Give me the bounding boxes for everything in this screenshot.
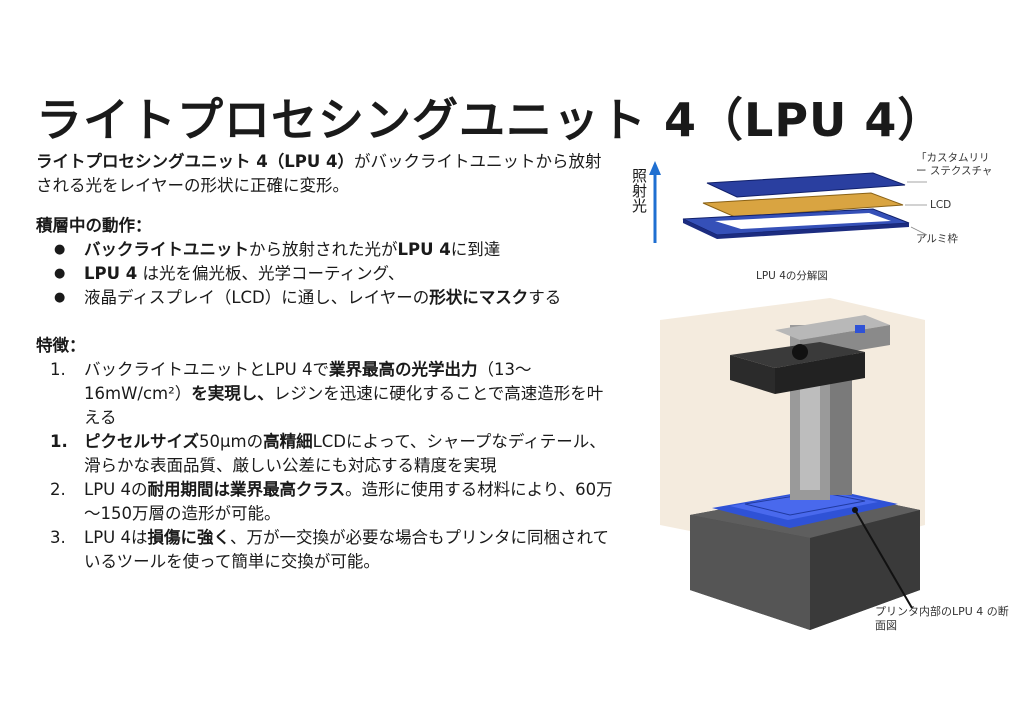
list-item: 3.LPU 4は損傷に強く、万が一交換が必要な場合もプリンタに同梱されているツー… bbox=[50, 528, 609, 571]
printer-illustration bbox=[660, 298, 925, 630]
operation-list: バックライトユニットから放射された光がLPU 4に到達 LPU 4 は光を偏光板… bbox=[36, 238, 616, 310]
list-item: 1.ピクセルサイズ50μmの高精細LCDによって、シャープなディテール、滑らかな… bbox=[50, 432, 606, 475]
list-item: 2.LPU 4の耐用期間は業界最高クラス。造形に使用する材料により、60万～15… bbox=[50, 480, 613, 523]
list-item: 液晶ディスプレイ（LCD）に通し、レイヤーの形状にマスクする bbox=[36, 286, 616, 310]
light-arrow-head bbox=[649, 161, 661, 175]
layer-label-texture: 「カスタムリリー ステクスチャ bbox=[916, 152, 993, 177]
body-text: ライトプロセシングユニット 4（LPU 4）がバックライトユニットから放射される… bbox=[36, 150, 616, 574]
callout-line bbox=[854, 509, 913, 609]
lcd-layer bbox=[702, 192, 904, 218]
head-top bbox=[775, 315, 890, 340]
features-heading: 特徴： bbox=[36, 336, 86, 355]
release-texture-layer bbox=[706, 172, 906, 198]
light-label: 照射光 bbox=[630, 168, 648, 213]
layer-label-frame: アルミ枠 bbox=[916, 233, 958, 245]
intro-strong: ライトプロセシングユニット 4（LPU 4） bbox=[36, 152, 354, 171]
list-item: LPU 4 は光を偏光板、光学コーティング、 bbox=[36, 262, 616, 286]
page-title: ライトプロセシングユニット 4（LPU 4） bbox=[36, 93, 945, 147]
list-item: バックライトユニットから放射された光がLPU 4に到達 bbox=[36, 238, 616, 262]
aluminum-frame-opening bbox=[715, 213, 891, 229]
exploded-view-caption: LPU 4の分解図 bbox=[756, 270, 828, 282]
features-list: 1.バックライトユニットとLPU 4で業界最高の光学出力（13～16mW/cm²… bbox=[36, 358, 616, 574]
intro-rest: がバックライトユニットから放射される光をレイヤーの形状に正確に変形。 bbox=[36, 152, 602, 195]
printer-callout-label: プリンタ内部のLPU 4 の断面図 bbox=[875, 605, 1009, 632]
layer-label-lcd: LCD bbox=[930, 199, 952, 211]
exploded-view-diagram bbox=[649, 161, 928, 243]
intro-paragraph: ライトプロセシングユニット 4（LPU 4）がバックライトユニットから放射される… bbox=[36, 150, 616, 198]
list-item: 1.バックライトユニットとLPU 4で業界最高の光学出力（13～16mW/cm²… bbox=[50, 360, 604, 427]
operation-heading: 積層中の動作： bbox=[36, 216, 152, 235]
